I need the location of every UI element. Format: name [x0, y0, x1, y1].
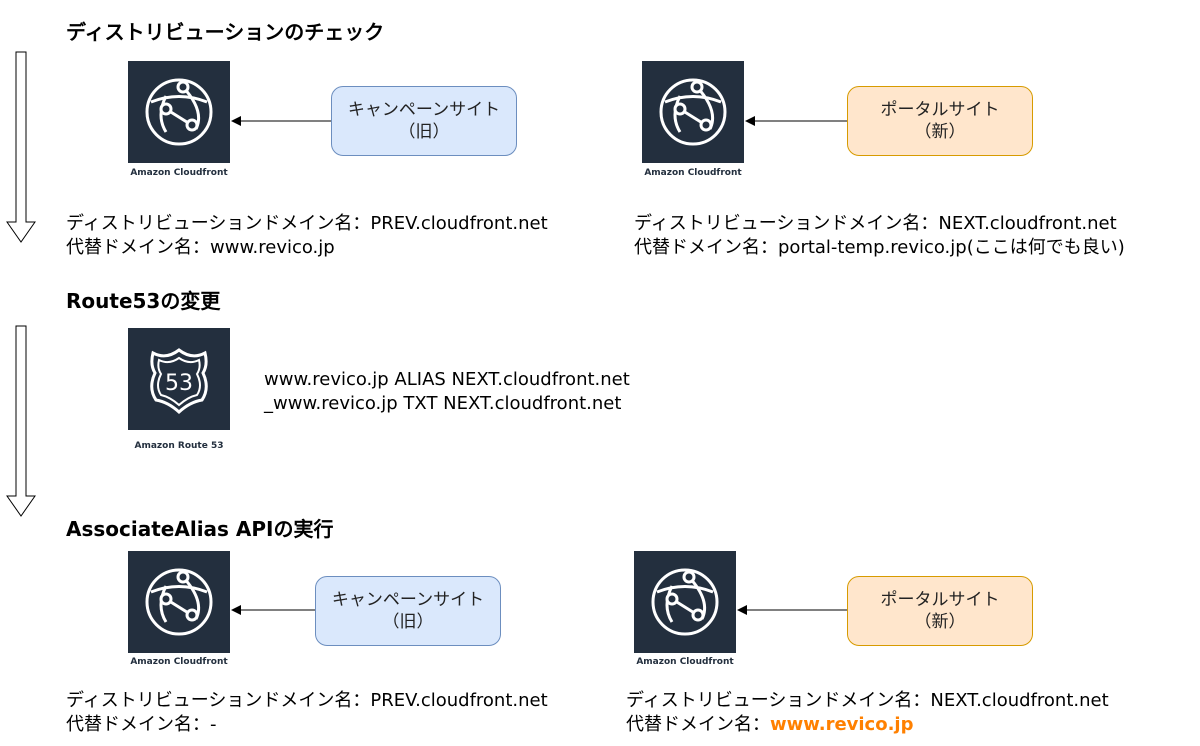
cloudfront-caption: Amazon Cloudfront — [636, 657, 734, 667]
campaign-site-label: キャンペーンサイト — [347, 100, 501, 120]
campaign-site-sublabel: （旧） — [398, 122, 450, 142]
route53-alias-record: www.revico.jp ALIAS NEXT.cloudfront.net — [264, 369, 630, 390]
portal-site-box: ポータルサイト （新） — [847, 86, 1033, 156]
cloudfront-tile-prev-bottom — [128, 551, 230, 653]
prev-distribution-info: ディストリビューションドメイン名：PREV.cloudfront.net 代替ド… — [66, 212, 548, 260]
next-alternate-domain: 代替ドメイン名：portal-temp.revico.jp(ここは何でも良い) — [634, 237, 1125, 258]
portal-site-sublabel: （新） — [914, 612, 966, 632]
next-distribution-info: ディストリビューションドメイン名：NEXT.cloudfront.net 代替ド… — [634, 212, 1125, 260]
next-alternate-domain-value: www.revico.jp — [770, 714, 914, 735]
route53-shield-icon: 53 — [150, 348, 208, 415]
campaign-site-label: キャンペーンサイト — [331, 590, 485, 610]
cloudfront-icon — [651, 568, 719, 636]
section-title-check: ディストリビューションのチェック — [66, 20, 385, 44]
route53-tile: 53 — [128, 328, 230, 430]
portal-site-label: ポータルサイト — [880, 590, 1000, 610]
section-title-associate: AssociateAlias APIの実行 — [66, 517, 334, 541]
campaign-site-sublabel: （旧） — [382, 612, 434, 632]
portal-site-sublabel: （新） — [914, 122, 966, 142]
route53-caption: Amazon Route 53 — [134, 441, 224, 451]
campaign-site-box: キャンペーンサイト （旧） — [315, 576, 501, 646]
next-distribution-domain: ディストリビューションドメイン名：NEXT.cloudfront.net — [626, 690, 1109, 711]
cloudfront-caption: Amazon Cloudfront — [644, 168, 742, 178]
next-alternate-domain: 代替ドメイン名：www.revico.jp — [626, 713, 1109, 737]
cloudfront-icon — [145, 78, 213, 146]
next-distribution-domain: ディストリビューションドメイン名：NEXT.cloudfront.net — [634, 213, 1117, 234]
cloudfront-tile-next-top — [642, 61, 744, 163]
cloudfront-icon — [659, 78, 727, 146]
route53-txt-record: _www.revico.jp TXT NEXT.cloudfront.net — [264, 393, 622, 414]
prev-distribution-domain: ディストリビューションドメイン名：PREV.cloudfront.net — [66, 213, 548, 234]
portal-site-label: ポータルサイト — [880, 100, 1000, 120]
prev-alternate-domain: 代替ドメイン名：www.revico.jp — [66, 237, 335, 258]
next-distribution-info-after: ディストリビューションドメイン名：NEXT.cloudfront.net 代替ド… — [626, 689, 1109, 737]
portal-site-box: ポータルサイト （新） — [847, 576, 1033, 646]
route53-badge-text: 53 — [165, 371, 193, 396]
cloudfront-icon — [145, 568, 213, 636]
next-alternate-domain-label: 代替ドメイン名： — [626, 714, 770, 735]
cloudfront-tile-next-bottom — [634, 551, 736, 653]
section-title-route53: Route53の変更 — [66, 289, 221, 313]
campaign-site-box: キャンペーンサイト （旧） — [331, 86, 517, 156]
cloudfront-tile-prev-top — [128, 61, 230, 163]
flow-arrow-2 — [6, 325, 36, 517]
cloudfront-caption: Amazon Cloudfront — [130, 168, 228, 178]
route53-records: www.revico.jp ALIAS NEXT.cloudfront.net … — [264, 368, 630, 416]
prev-distribution-domain: ディストリビューションドメイン名：PREV.cloudfront.net — [66, 690, 548, 711]
flow-arrow-1 — [6, 51, 36, 243]
cloudfront-caption: Amazon Cloudfront — [130, 657, 228, 667]
prev-alternate-domain: 代替ドメイン名：- — [66, 714, 217, 735]
prev-distribution-info-after: ディストリビューションドメイン名：PREV.cloudfront.net 代替ド… — [66, 689, 548, 737]
